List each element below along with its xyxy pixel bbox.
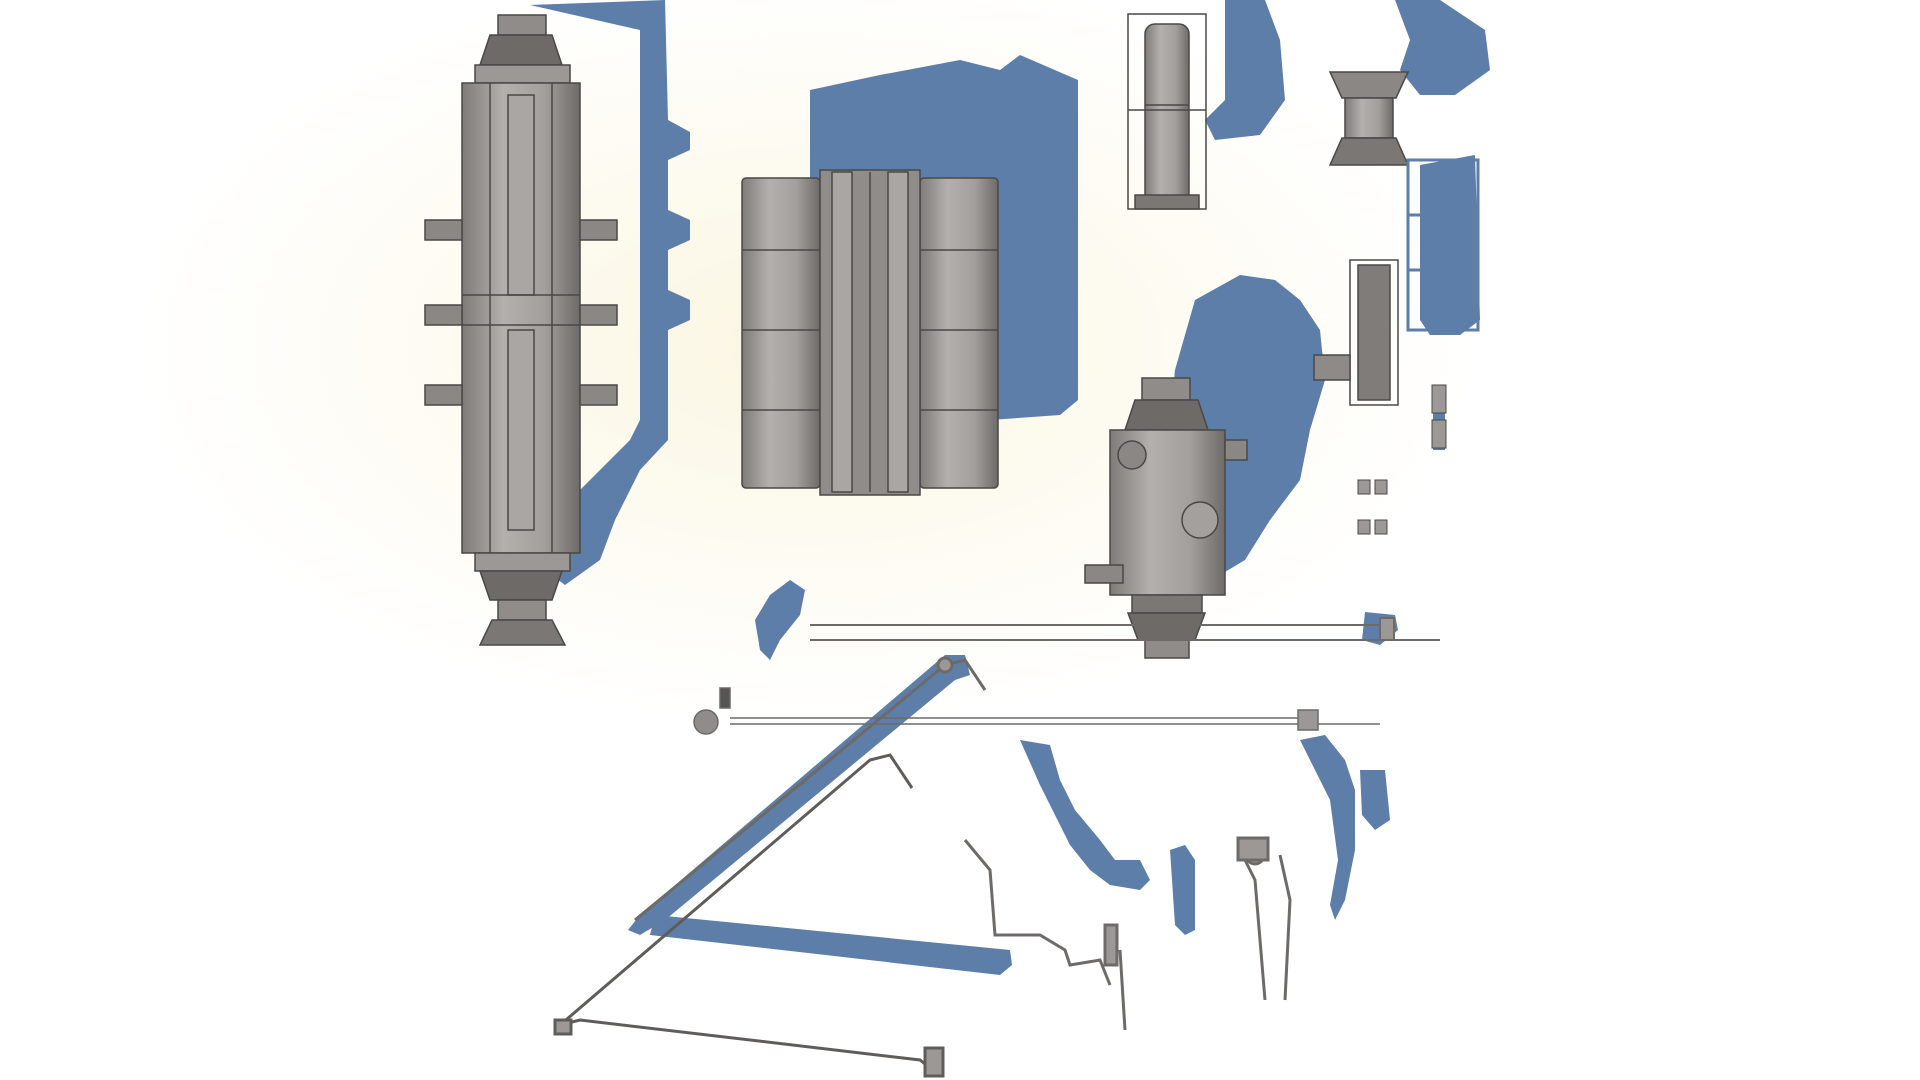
robotic-arm-small bbox=[634, 656, 987, 922]
grapple-arm-b bbox=[1236, 836, 1292, 1001]
side-cage-frame bbox=[1406, 158, 1480, 332]
shadow-grapple-b bbox=[1300, 735, 1355, 920]
shadow-truss-left bbox=[755, 580, 805, 660]
robotic-arm-large bbox=[553, 753, 945, 1078]
grapple-arm-a bbox=[963, 839, 1127, 1031]
small-cage-frame bbox=[1313, 259, 1399, 406]
tall-habitat-module bbox=[424, 14, 618, 646]
small-bits bbox=[1357, 384, 1447, 535]
shadow-small-node bbox=[1395, 0, 1490, 95]
caged-cylinder-tank bbox=[1127, 13, 1207, 210]
shadow-grapple-a2 bbox=[1170, 845, 1195, 935]
shadow-grapple-a bbox=[1020, 740, 1150, 890]
shadow-grapple-b2 bbox=[1360, 770, 1390, 830]
small-node-module bbox=[1328, 71, 1410, 166]
shadow-caged-cylinder bbox=[1205, 0, 1285, 140]
shadow-arm-large bbox=[628, 655, 970, 935]
thin-antenna-boom bbox=[693, 687, 1380, 735]
shadow-arm-lower bbox=[650, 915, 1012, 975]
hub-node-module bbox=[1084, 377, 1248, 659]
shadow-tall-module bbox=[530, 0, 690, 585]
long-truss-boom bbox=[810, 617, 1440, 641]
twin-tank-block bbox=[741, 169, 999, 496]
shadow-side-cage bbox=[1420, 155, 1480, 335]
